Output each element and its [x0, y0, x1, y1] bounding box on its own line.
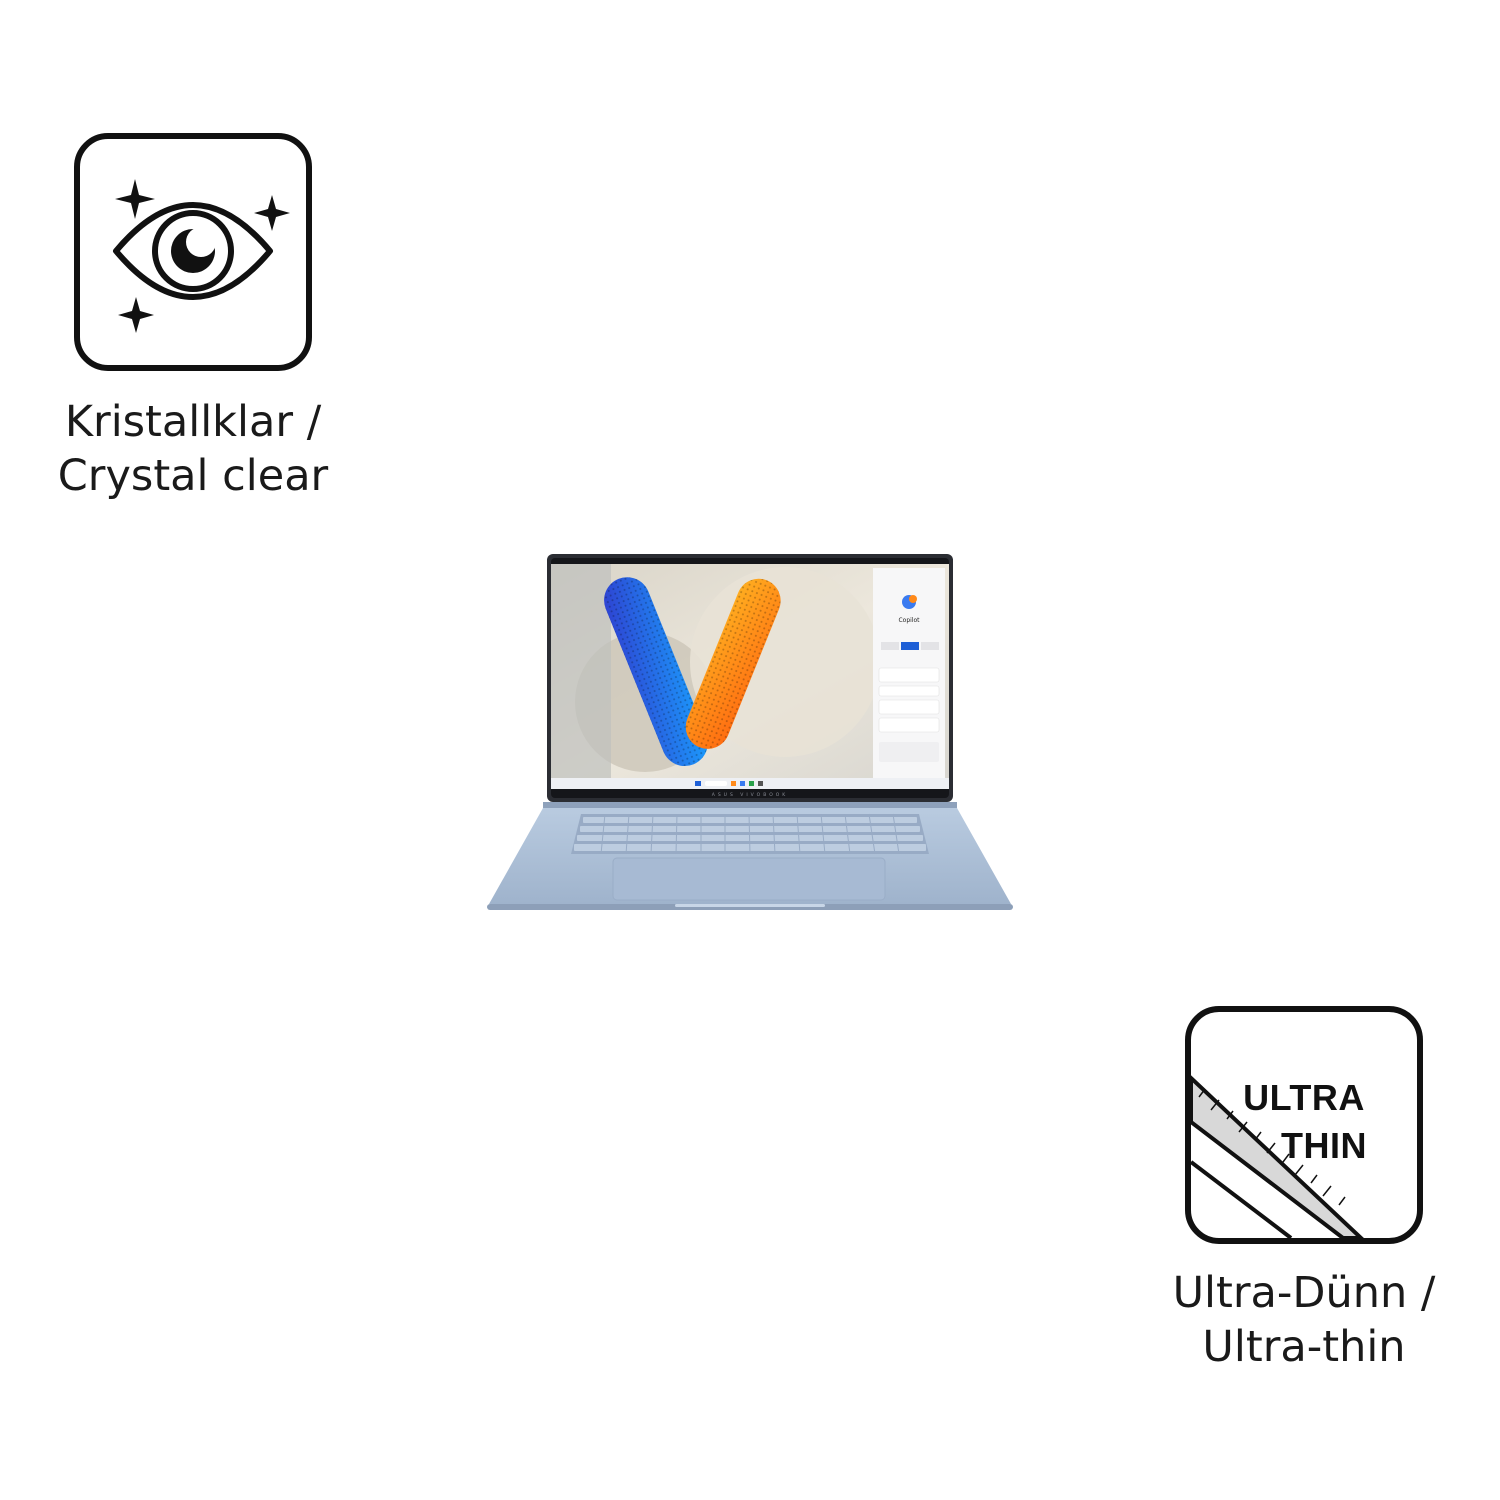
- caption-line-2: Crystal clear: [57, 451, 329, 501]
- caption-line-2: Ultra-thin: [1202, 1322, 1406, 1372]
- brand-text: ASUS VIVOBOOK: [712, 792, 789, 798]
- ruler-icon: [1191, 1075, 1364, 1238]
- badge-frame: ULTRA THIN: [1185, 1006, 1423, 1244]
- badge-caption: Ultra-Dünn / Ultra-thin: [1150, 1266, 1458, 1374]
- ultra-label: ULTRA: [1243, 1077, 1365, 1118]
- thin-label: THIN: [1281, 1125, 1367, 1166]
- copilot-title: Copilot: [898, 617, 920, 624]
- caption-line-1: Kristallklar /: [64, 397, 322, 447]
- laptop-image: Copilot ASUS VIVOBOOK: [485, 552, 1015, 912]
- badge-frame: [74, 133, 312, 371]
- caption-line-1: Ultra-Dünn /: [1172, 1268, 1436, 1318]
- badge-caption: Kristallklar / Crystal clear: [40, 395, 346, 503]
- sparkle-eye-icon: [113, 179, 290, 333]
